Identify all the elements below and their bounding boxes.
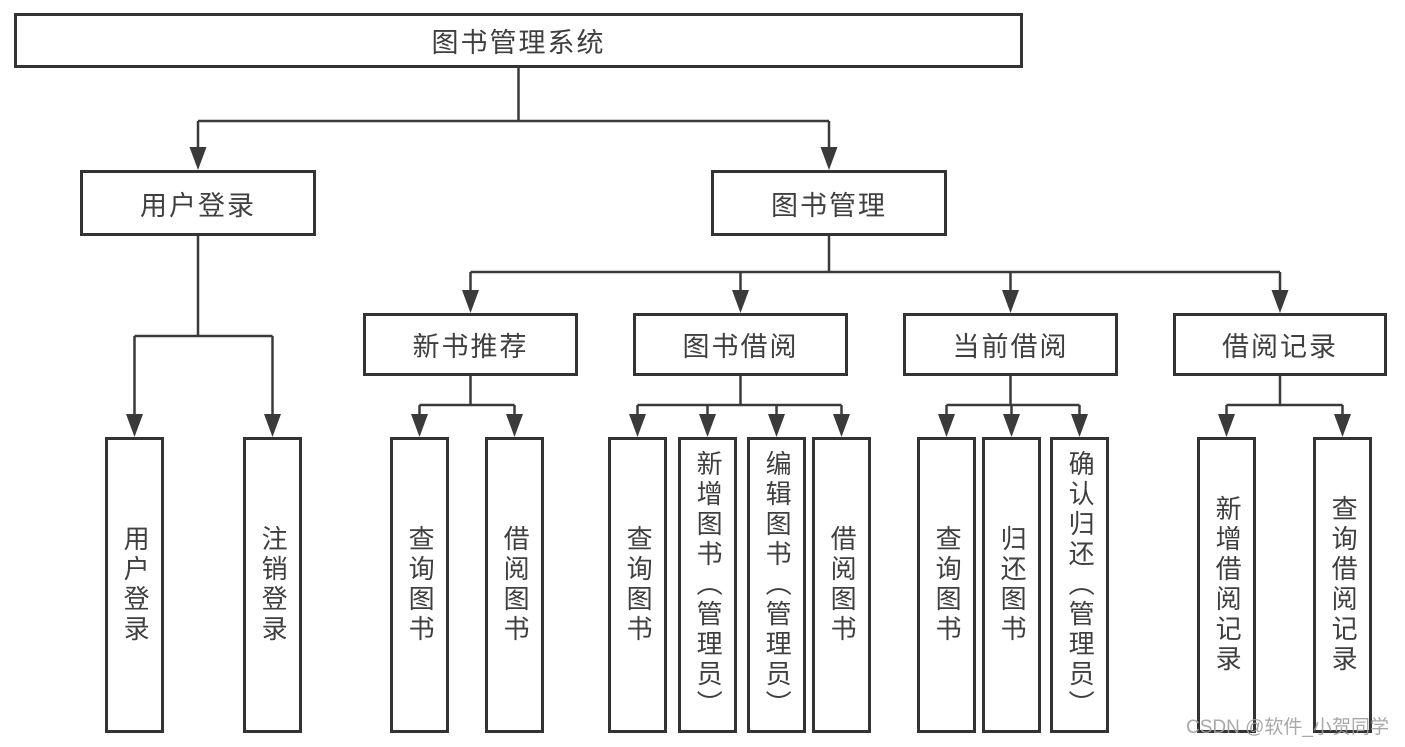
node-label: 用户登录 — [120, 525, 151, 645]
leaf-rec-add-record: 新增借阅记录 — [1197, 437, 1256, 733]
node-current-borrowing: 当前借阅 — [903, 313, 1118, 376]
node-label: 新增借阅记录 — [1212, 495, 1243, 675]
node-label: 图书借阅 — [682, 332, 799, 362]
node-book-borrowing: 图书借阅 — [633, 313, 848, 376]
leaf-cb-return-books: 归还图书 — [982, 437, 1041, 733]
arrowhead — [732, 290, 749, 313]
arrowhead — [189, 147, 207, 170]
node-root: 图书管理系统 — [14, 13, 1023, 68]
arrowhead — [768, 414, 785, 437]
arrowhead — [629, 414, 646, 437]
node-borrowing-records: 借阅记录 — [1173, 313, 1387, 376]
arrowhead — [1002, 290, 1019, 313]
node-label: 图书管理 — [771, 190, 887, 221]
node-label: 借阅图书 — [827, 525, 858, 645]
connector-user-login-to-leaves — [133, 236, 274, 431]
arrowhead — [1071, 414, 1088, 437]
connector-borrowing-to-leaves — [636, 376, 843, 431]
arrowhead — [938, 414, 955, 437]
node-label: 查询图书 — [405, 525, 436, 645]
node-label: 用户登录 — [140, 190, 256, 221]
node-label: 图书管理系统 — [431, 28, 606, 58]
arrowhead — [833, 414, 850, 437]
node-label: 新书推荐 — [412, 332, 529, 362]
arrowhead — [1271, 290, 1289, 313]
node-label: 借阅记录 — [1222, 332, 1338, 362]
node-new-book-recommend: 新书推荐 — [363, 313, 578, 376]
node-label: 当前借阅 — [952, 332, 1069, 362]
leaf-cb-query-books: 查询图书 — [917, 437, 976, 733]
node-book-management: 图书管理 — [711, 170, 947, 236]
connector-book-mgmt-to-level3 — [469, 236, 1282, 307]
arrowheads — [126, 147, 1351, 437]
node-label: 编辑图书（管理员） — [762, 450, 793, 720]
node-label: 新增图书（管理员） — [693, 450, 724, 720]
leaf-rec-query-record: 查询借阅记录 — [1313, 437, 1372, 733]
connector-new-books-to-leaves — [418, 376, 516, 431]
arrowhead — [411, 414, 428, 437]
node-label: 查询借阅记录 — [1328, 495, 1359, 675]
arrowhead — [462, 290, 479, 313]
csdn-watermark: CSDN @软件_小贺同学 — [1186, 717, 1389, 738]
leaf-user-login: 用户登录 — [105, 437, 164, 733]
node-label: 查询图书 — [623, 525, 654, 645]
arrowhead — [1218, 414, 1235, 437]
leaf-logout: 注销登录 — [243, 437, 302, 733]
leaf-nb-borrow-books: 借阅图书 — [485, 437, 544, 733]
arrowhead — [506, 414, 523, 437]
node-label: 归还图书 — [997, 525, 1028, 645]
node-label: 注销登录 — [258, 525, 289, 645]
arrowhead — [1334, 414, 1351, 437]
node-label: 确认归还（管理员） — [1065, 450, 1096, 720]
leaf-bb-query-books: 查询图书 — [608, 437, 667, 733]
arrowhead — [126, 414, 143, 437]
arrowhead — [264, 414, 281, 437]
node-label: 借阅图书 — [500, 525, 531, 645]
node-user-login: 用户登录 — [80, 170, 316, 236]
connector-root-to-level2 — [196, 68, 831, 164]
leaf-nb-query-books: 查询图书 — [390, 437, 449, 733]
arrowhead — [820, 147, 838, 170]
leaf-bb-add-books-admin: 新增图书（管理员） — [678, 437, 737, 733]
leaf-bb-edit-books-admin: 编辑图书（管理员） — [747, 437, 806, 733]
leaf-bb-borrow-books: 借阅图书 — [812, 437, 871, 733]
node-label: 查询图书 — [932, 525, 963, 645]
arrowhead — [699, 414, 716, 437]
connector-records-to-leaves — [1225, 376, 1344, 431]
leaf-cb-confirm-return-admin: 确认归还（管理员） — [1050, 437, 1109, 733]
arrowhead — [1003, 414, 1020, 437]
